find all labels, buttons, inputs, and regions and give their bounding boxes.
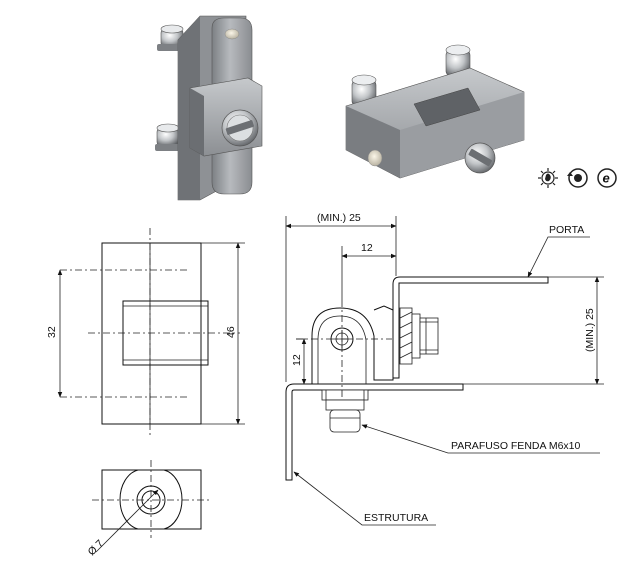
temperature-resistant-icon [538,168,558,188]
e-coating-icon: e [597,168,617,188]
dia-7-label: Ø 7 [86,538,107,559]
porta-label: PORTA [549,224,584,236]
estrutura-label: ESTRUTURA [364,512,428,524]
min-25-right-label: (MIN.) 25 [584,308,596,352]
svg-text:e: e [603,171,610,186]
dim-12-left-label: 12 [291,354,303,366]
dim-46-label: 46 [225,326,237,338]
rotation-icon [567,168,588,188]
top-view-drawing [92,460,212,553]
parafuso-label: PARAFUSO FENDA M6x10 [451,440,580,452]
hinge-render-upright [155,15,263,201]
hinge-render-horizontal [345,44,525,179]
dim-32-label: 32 [46,326,58,338]
min-25-top-label: (MIN.) 25 [317,212,361,224]
dim-12-top-label: 12 [361,242,373,254]
assembly-section-drawing [285,216,604,526]
front-view-drawing [57,228,245,438]
